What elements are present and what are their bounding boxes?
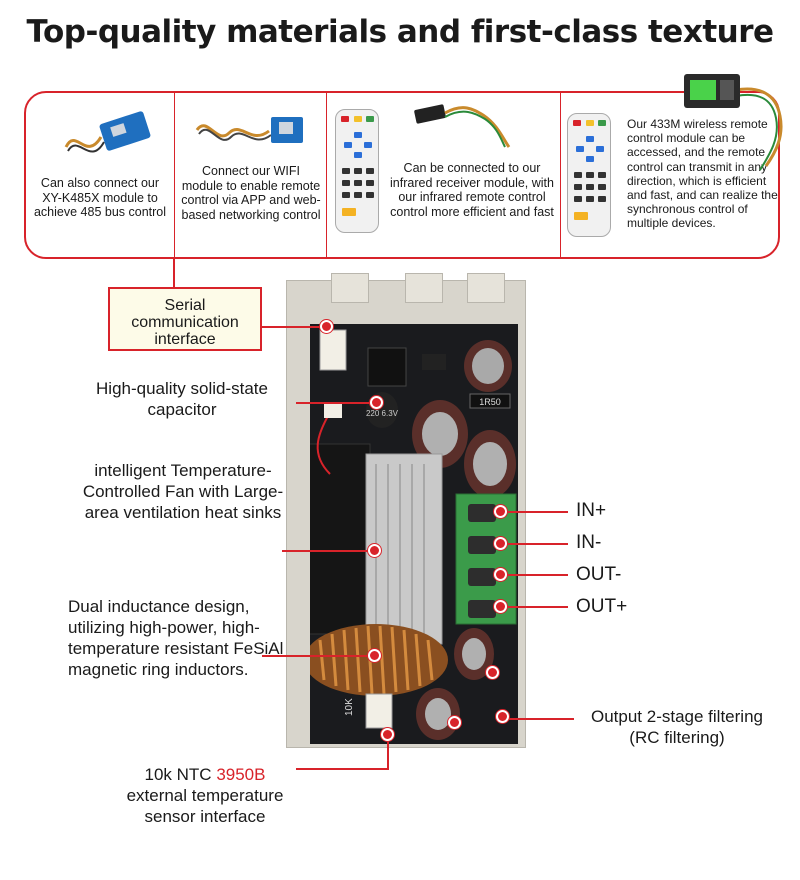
terminal-in-plus-marker bbox=[494, 505, 507, 518]
page-title: Top-quality materials and first-class te… bbox=[26, 14, 774, 50]
filter-marker-1 bbox=[448, 716, 461, 729]
feature-panel: Can also connect our XY-K485X module to … bbox=[24, 91, 780, 259]
filter-label: Output 2-stage filtering (RC filtering) bbox=[591, 707, 763, 747]
feature-485-text: Can also connect our XY-K485X module to … bbox=[33, 176, 167, 219]
circuit-board: 1R50 220 6.3V 10K bbox=[310, 324, 518, 744]
inductor-label: Dual inductance design, utilizing high-p… bbox=[68, 597, 284, 679]
fan-label: intelligent Temperature-Controlled Fan w… bbox=[82, 461, 284, 522]
ir-remote-icon bbox=[335, 109, 379, 233]
ntc-port-marking: 10K bbox=[344, 698, 355, 716]
terminal-out-minus: OUT- bbox=[576, 564, 622, 585]
feature-ir: Can be connected to our infrared receive… bbox=[326, 93, 560, 257]
terminal-in-minus-marker bbox=[494, 537, 507, 550]
terminal-out-minus-marker bbox=[494, 568, 507, 581]
serial-callout: Serial communication interface bbox=[108, 287, 262, 351]
feature-485: Can also connect our XY-K485X module to … bbox=[26, 93, 174, 257]
capacitor-label: High-quality solid-state capacitor bbox=[96, 379, 268, 419]
feature-wifi-text: Connect our WIFI module to enable remote… bbox=[181, 164, 321, 222]
terminal-in-minus: IN- bbox=[576, 532, 602, 553]
terminal-out-plus-marker bbox=[494, 600, 507, 613]
feature-wifi: Connect our WIFI module to enable remote… bbox=[174, 93, 326, 257]
ir-receiver-icon bbox=[414, 104, 511, 148]
filter-marker-2 bbox=[486, 666, 499, 679]
terminal-out-plus: OUT+ bbox=[576, 596, 628, 617]
serial-marker bbox=[320, 320, 333, 333]
feature-433m-text: Our 433M wireless remote control module … bbox=[627, 117, 778, 231]
terminal-in-plus: IN+ bbox=[576, 500, 607, 521]
capacitor-marker bbox=[370, 396, 383, 409]
433m-module-icon bbox=[684, 74, 783, 171]
wifi-module-icon bbox=[195, 117, 303, 143]
433m-remote-icon bbox=[567, 113, 611, 237]
ntc-label: 10k NTC 3950B external temperature senso… bbox=[100, 764, 310, 827]
inductor-marker bbox=[368, 649, 381, 662]
feature-433m: Our 433M wireless remote control module … bbox=[560, 93, 778, 257]
ntc-label-suffix: external temperature sensor interface bbox=[126, 786, 284, 826]
serial-label: Serial communication interface bbox=[131, 297, 239, 348]
ntc-marker bbox=[381, 728, 394, 741]
fan-marker bbox=[368, 544, 381, 557]
ntc-label-prefix: 10k NTC bbox=[144, 765, 217, 784]
filter-marker-3 bbox=[496, 710, 509, 723]
ntc-model: 3950B bbox=[216, 765, 266, 784]
feature-ir-text: Can be connected to our infrared receive… bbox=[390, 161, 554, 219]
resistor-marking: 1R50 bbox=[479, 397, 501, 407]
485-module-icon bbox=[64, 111, 151, 153]
cap-marking: 220 6.3V bbox=[366, 409, 399, 418]
